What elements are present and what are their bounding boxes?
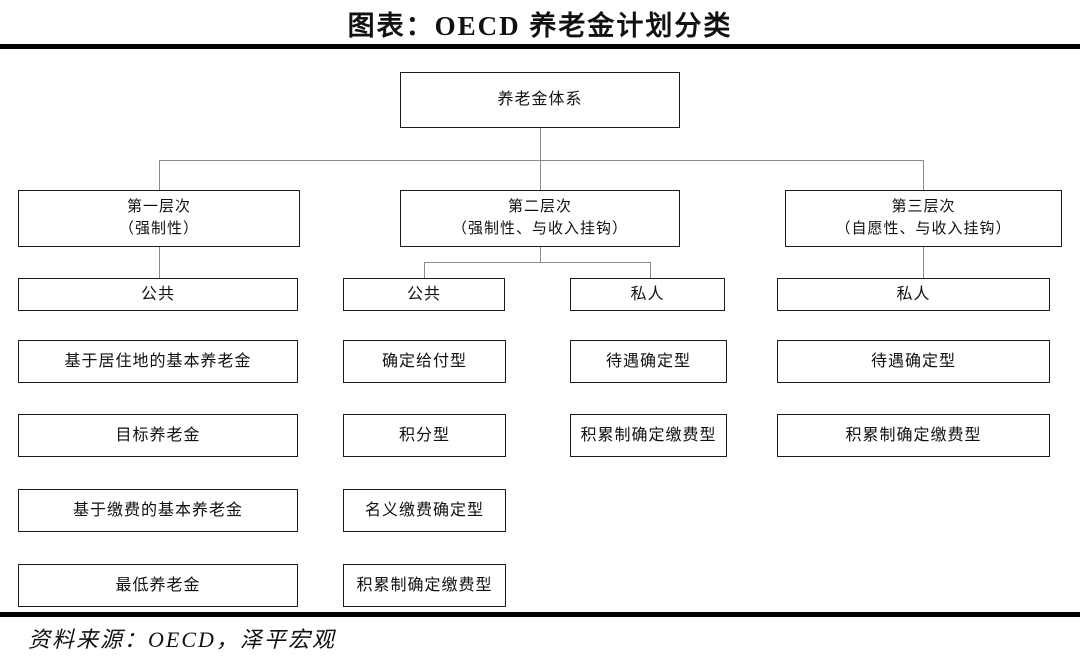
node-target-pension: 目标养老金: [18, 414, 298, 457]
node-residence-based-basic-pension: 基于居住地的基本养老金: [18, 340, 298, 383]
node-benefit-defined-tier2: 待遇确定型: [570, 340, 727, 383]
node-tier-3: 第三层次 （自愿性、与收入挂钩）: [785, 190, 1062, 247]
connector-drop-tier2-private: [650, 262, 651, 278]
page-title: 图表：OECD 养老金计划分类: [347, 11, 733, 41]
node-funded-dc-public: 积累制确定缴费型: [343, 564, 506, 607]
node-points-type: 积分型: [343, 414, 506, 457]
node-tier2-public: 公共: [343, 278, 505, 311]
tier-2-title: 第二层次: [507, 198, 572, 215]
connector-tier2-stem: [540, 247, 541, 262]
node-benefit-defined-tier3: 待遇确定型: [777, 340, 1050, 383]
node-tier-2: 第二层次 （强制性、与收入挂钩）: [400, 190, 680, 247]
node-minimum-pension: 最低养老金: [18, 564, 298, 607]
tier-3-title: 第三层次: [891, 198, 956, 215]
node-funded-dc-tier2-private: 积累制确定缴费型: [570, 414, 727, 457]
bottom-divider-rule: [0, 612, 1080, 617]
connector-tier3-private: [923, 247, 924, 278]
node-tier-1: 第一层次 （强制性）: [18, 190, 300, 247]
connector-main-horizontal: [159, 160, 923, 161]
node-tier1-public: 公共: [18, 278, 298, 311]
connector-root-stem: [540, 128, 541, 160]
tier-3-subtitle: （自愿性、与收入挂钩）: [835, 220, 1012, 237]
top-divider-rule: [0, 44, 1080, 49]
tier-1-title: 第一层次: [126, 198, 191, 215]
tier-1-subtitle: （强制性）: [118, 220, 199, 237]
connector-drop-tier3: [923, 160, 924, 190]
connector-drop-tier2-public: [424, 262, 425, 278]
connector-drop-tier2: [540, 160, 541, 190]
connector-drop-tier1: [159, 160, 160, 190]
node-notional-dc: 名义缴费确定型: [343, 489, 506, 532]
node-funded-dc-tier3-private: 积累制确定缴费型: [777, 414, 1050, 457]
node-tier2-private: 私人: [570, 278, 725, 311]
node-tier3-private: 私人: [777, 278, 1050, 311]
connector-tier1-public: [159, 247, 160, 278]
node-contribution-based-basic-pension: 基于缴费的基本养老金: [18, 489, 298, 532]
tier-2-subtitle: （强制性、与收入挂钩）: [451, 220, 628, 237]
node-defined-benefit: 确定给付型: [343, 340, 506, 383]
node-pension-system: 养老金体系: [400, 72, 680, 128]
connector-tier2-horizontal: [424, 262, 650, 263]
source-note: 资料来源：OECD，泽平宏观: [28, 627, 336, 652]
